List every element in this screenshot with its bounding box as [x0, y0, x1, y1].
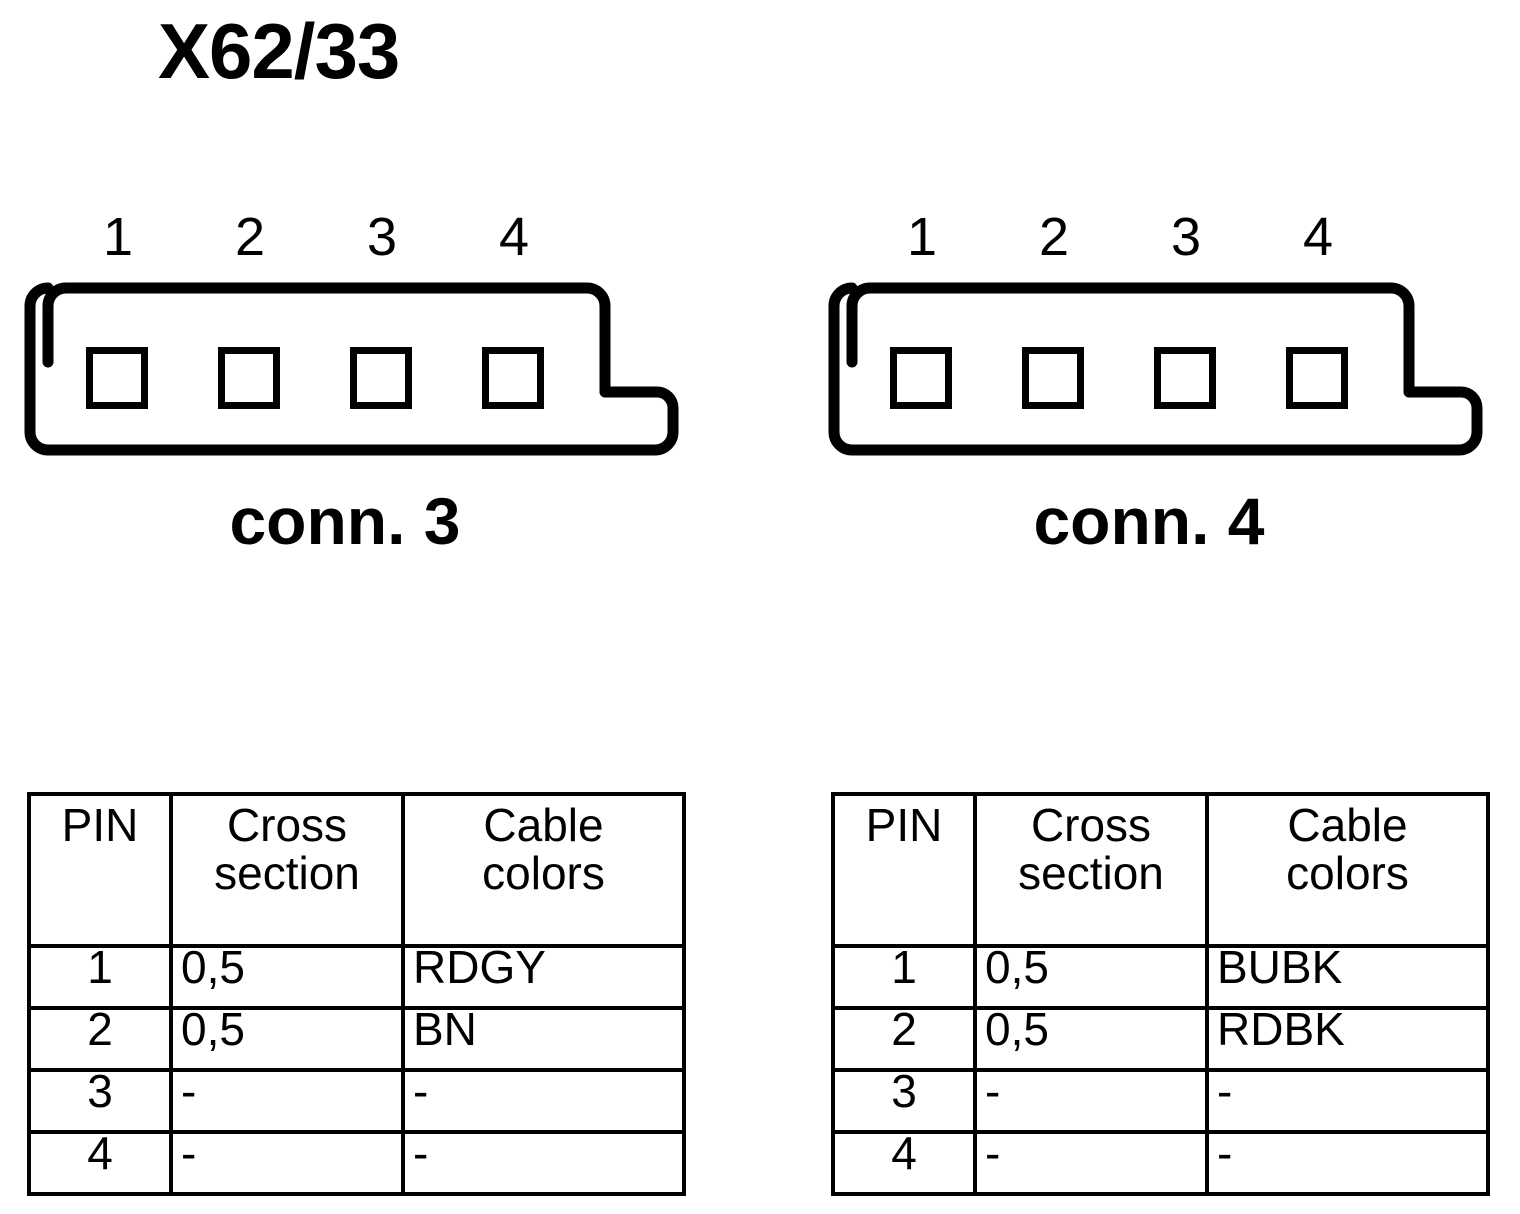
table-header-row: PIN Cross section Cable colors	[27, 792, 686, 948]
cell-pin: 3	[831, 1067, 977, 1134]
cell-cable-colors: BUBK	[1205, 943, 1490, 1010]
pin-number-3: 3	[366, 207, 398, 267]
table-row: 4 - -	[831, 1129, 1490, 1196]
table-row: 1 0,5 RDGY	[27, 943, 686, 1010]
cell-pin: 1	[831, 943, 977, 1010]
header-pin: PIN	[831, 792, 977, 948]
pin-number-4: 4	[1302, 207, 1334, 267]
connector-housing-outline	[818, 280, 1488, 460]
table-row: 2 0,5 RDBK	[831, 1005, 1490, 1072]
pin-contact-2	[1022, 347, 1084, 409]
header-cross-section-line2: section	[1018, 846, 1164, 899]
pin-contact-3	[350, 347, 412, 409]
pin-table-conn-3: PIN Cross section Cable colors 1 0,5 RDG…	[27, 792, 686, 1196]
cell-cross-section: 0,5	[973, 1005, 1209, 1072]
connector-pin-contacts	[14, 280, 684, 460]
connector-label-conn-4: conn. 4	[1033, 484, 1265, 558]
cell-cable-colors: -	[1205, 1129, 1490, 1196]
pin-contact-1	[890, 347, 952, 409]
pin-number-row: 1 2 3 4	[14, 210, 676, 272]
pin-number-2: 2	[234, 207, 266, 267]
cell-cable-colors: RDGY	[401, 943, 686, 1010]
header-cable-colors-line1: Cable	[483, 799, 604, 851]
cell-pin: 2	[831, 1005, 977, 1072]
pin-contact-3	[1154, 347, 1216, 409]
pin-number-1: 1	[906, 207, 938, 267]
table-row: 4 - -	[27, 1129, 686, 1196]
cell-cross-section: -	[169, 1129, 405, 1196]
header-cross-section: Cross section	[973, 792, 1209, 948]
page-title: X62/33	[158, 7, 400, 95]
pin-number-2: 2	[1038, 207, 1070, 267]
connector-pin-contacts	[818, 280, 1488, 460]
cell-cross-section: -	[169, 1067, 405, 1134]
table-header-row: PIN Cross section Cable colors	[831, 792, 1490, 948]
cell-pin: 1	[27, 943, 173, 1010]
table-row: 2 0,5 BN	[27, 1005, 686, 1072]
header-cable-colors-line2: colors	[482, 846, 605, 899]
header-cross-section-line2: section	[214, 846, 360, 899]
cell-cable-colors: BN	[401, 1005, 686, 1072]
cell-cross-section: 0,5	[973, 943, 1209, 1010]
header-cable-colors-line2: colors	[1286, 846, 1409, 899]
cell-cross-section: 0,5	[169, 943, 405, 1010]
cell-cable-colors: RDBK	[1205, 1005, 1490, 1072]
header-cross-section: Cross section	[169, 792, 405, 948]
cell-cable-colors: -	[401, 1129, 686, 1196]
header-cross-section-line1: Cross	[226, 799, 348, 851]
cell-pin: 4	[27, 1129, 173, 1196]
pin-contact-4	[482, 347, 544, 409]
cell-cross-section: -	[973, 1067, 1209, 1134]
pin-table-conn-4: PIN Cross section Cable colors 1 0,5 BUB…	[831, 792, 1490, 1196]
connector-label-conn-3: conn. 3	[229, 484, 461, 558]
pin-number-4: 4	[498, 207, 530, 267]
header-cable-colors: Cable colors	[1205, 792, 1490, 948]
table-row: 3 - -	[27, 1067, 686, 1134]
pin-number-3: 3	[1170, 207, 1202, 267]
header-cable-colors: Cable colors	[401, 792, 686, 948]
header-cross-section-line1: Cross	[1030, 799, 1152, 851]
pin-contact-1	[86, 347, 148, 409]
cell-pin: 4	[831, 1129, 977, 1196]
header-pin-text: PIN	[865, 799, 943, 851]
cell-cable-colors: -	[1205, 1067, 1490, 1134]
cell-pin: 2	[27, 1005, 173, 1072]
connector-housing-outline	[14, 280, 684, 460]
header-pin-text: PIN	[61, 799, 139, 851]
table-row: 1 0,5 BUBK	[831, 943, 1490, 1010]
table-row: 3 - -	[831, 1067, 1490, 1134]
pin-number-1: 1	[102, 207, 134, 267]
pin-contact-4	[1286, 347, 1348, 409]
pin-number-row: 1 2 3 4	[818, 210, 1480, 272]
cell-cable-colors: -	[401, 1067, 686, 1134]
cell-cross-section: -	[973, 1129, 1209, 1196]
cell-pin: 3	[27, 1067, 173, 1134]
cell-cross-section: 0,5	[169, 1005, 405, 1072]
header-pin: PIN	[27, 792, 173, 948]
header-cable-colors-line1: Cable	[1287, 799, 1408, 851]
pin-contact-2	[218, 347, 280, 409]
